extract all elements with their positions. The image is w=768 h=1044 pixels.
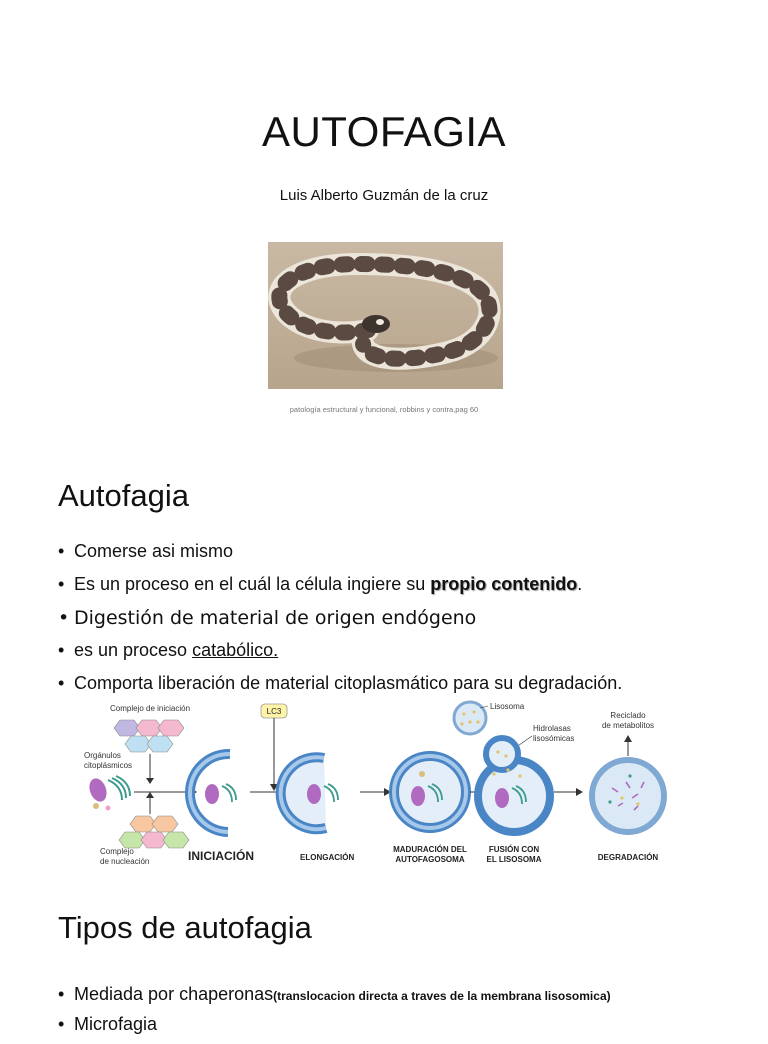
- autofagia-slide: Autofagia •Comerse asi mismo •Es un proc…: [0, 452, 768, 872]
- label-lisosoma: Lisosoma: [490, 702, 525, 711]
- nucleation-complex-icon: [118, 815, 190, 849]
- organelles-icon: [89, 775, 131, 811]
- svg-text:FUSIÓN CON: FUSIÓN CON: [489, 845, 539, 854]
- slide-title: AUTOFAGIA: [261, 108, 507, 155]
- emphasis-text: propio contenido: [430, 574, 578, 594]
- svg-text:Orgánulos: Orgánulos: [84, 751, 121, 760]
- svg-text:Reciclado: Reciclado: [610, 711, 646, 720]
- svg-text:citoplásmicos: citoplásmicos: [84, 761, 132, 770]
- stage-iniciacion-icon: [185, 748, 237, 837]
- image-caption: patología estructural y funcional, robbi…: [289, 405, 479, 414]
- autophagy-diagram: Complejo de iniciación Orgánulos citoplá…: [84, 700, 667, 866]
- svg-text:Complejo: Complejo: [100, 847, 134, 856]
- svg-text:EL LISOSOMA: EL LISOSOMA: [487, 855, 542, 864]
- lc3-label: LC3: [267, 707, 282, 716]
- svg-text:de nucleación: de nucleación: [100, 857, 149, 866]
- list-item: •Digestión de material de origen endógen…: [58, 607, 477, 629]
- title-slide: AUTOFAGIA Luis Alberto Guzmán de la cruz…: [0, 0, 768, 450]
- stage-fusion-icon: [474, 735, 554, 836]
- svg-text:de metabolitos: de metabolitos: [602, 721, 654, 730]
- svg-text:MADURACIÓN DEL: MADURACIÓN DEL: [393, 845, 467, 854]
- stage-maduracion-icon: [389, 751, 471, 833]
- label-complejo-iniciacion: Complejo de iniciación: [110, 704, 190, 713]
- bullet-list: •Mediada por chaperonas(translocacion di…: [58, 984, 611, 1044]
- svg-text:lisosómicas: lisosómicas: [533, 734, 574, 743]
- bullet-list: •Comerse asi mismo •Es un proceso en el …: [58, 541, 622, 706]
- underlined-text: catabólico.: [192, 640, 279, 660]
- list-item: •Mediada por chaperonas(translocacion di…: [58, 984, 611, 1004]
- svg-text:DEGRADACIÓN: DEGRADACIÓN: [598, 853, 659, 862]
- section-heading: Autofagia: [58, 478, 189, 513]
- list-item: • es un proceso catabólico.: [58, 640, 279, 660]
- section-heading: Tipos de autofagia: [58, 910, 312, 945]
- tipos-slide: Tipos de autofagia •Mediada por chaperon…: [0, 880, 768, 1034]
- svg-text:INICIACIÓN: INICIACIÓN: [188, 848, 254, 863]
- stage-degradacion-icon: [589, 757, 667, 835]
- svg-text:ELONGACIÓN: ELONGACIÓN: [300, 853, 354, 862]
- stage-elongacion-icon: [275, 752, 339, 835]
- lysosome-icon: [452, 700, 488, 736]
- list-item: •Comerse asi mismo: [58, 541, 234, 561]
- initiation-complex-icon: [113, 719, 185, 753]
- list-item: •Microfagia: [58, 1014, 158, 1034]
- list-item: •Es un proceso en el cuál la célula ingi…: [58, 574, 583, 594]
- svg-text:Hidrolasas: Hidrolasas: [533, 724, 571, 733]
- svg-text:AUTOFAGOSOMA: AUTOFAGOSOMA: [395, 855, 464, 864]
- author-name: Luis Alberto Guzmán de la cruz: [279, 187, 489, 204]
- list-item: •Comporta liberación de material citopla…: [58, 673, 623, 693]
- snake-photo: [268, 242, 503, 389]
